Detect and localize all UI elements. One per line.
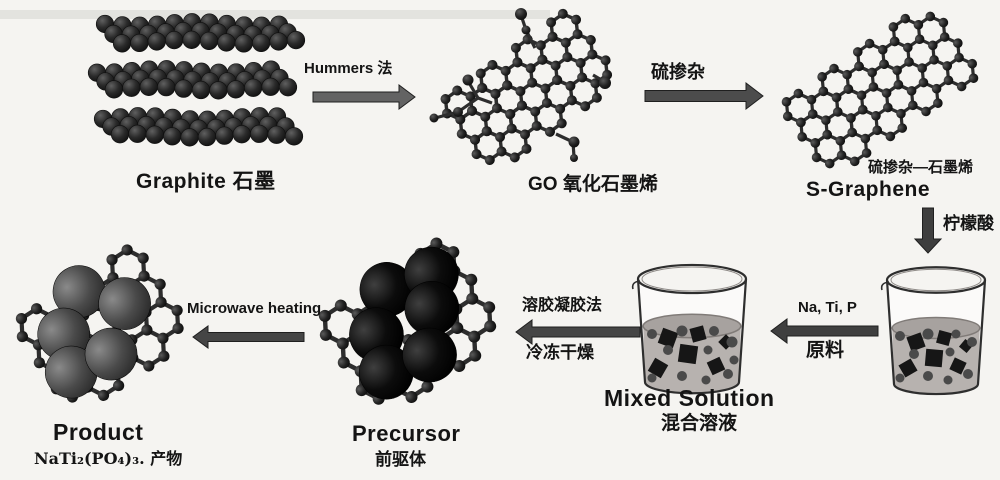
product-formula-label: NaTi₂(PO₄)₃. 产物 bbox=[34, 449, 183, 468]
raw-materials-arrow-icon bbox=[770, 318, 879, 344]
precursor-label-en: Precursor bbox=[352, 421, 461, 446]
mixed-solution-label-zh: 混合溶液 bbox=[661, 413, 738, 434]
citric-acid-arrow-icon bbox=[913, 207, 943, 254]
s-graphene-structure bbox=[781, 11, 979, 169]
sulfur-doping-arrow-label: 硫掺杂 bbox=[651, 62, 705, 82]
s-graphene-label-zh: 硫掺杂—石墨烯 bbox=[868, 159, 974, 176]
graphite-label: Graphite 石墨 bbox=[136, 170, 276, 193]
go-functional-groups bbox=[429, 8, 611, 162]
product-structure bbox=[15, 244, 184, 403]
scan-artifact-band bbox=[0, 10, 550, 19]
s-graphene-label-en: S-Graphene bbox=[806, 178, 931, 201]
sol-gel-label: 溶胶凝胶法 bbox=[522, 297, 603, 314]
go-structure bbox=[440, 8, 613, 166]
graphite-structure bbox=[87, 13, 306, 147]
hummers-arrow-label: Hummers 法 bbox=[304, 60, 393, 77]
microwave-heating-label: Microwave heating bbox=[187, 300, 322, 317]
raw-materials-label-top: Na, Ti, P bbox=[798, 299, 857, 316]
product-label-en: Product bbox=[53, 419, 144, 445]
precursor-label-zh: 前驱体 bbox=[375, 450, 426, 469]
precursor-structure bbox=[318, 237, 497, 405]
freeze-dry-label: 冷冻干燥 bbox=[526, 343, 594, 362]
mixed-solution-label-en: Mixed Solution bbox=[604, 385, 775, 411]
sulfur-doping-arrow-icon bbox=[644, 81, 764, 111]
sol-gel-arrow-icon bbox=[515, 319, 641, 345]
microwave-arrow-icon bbox=[192, 325, 305, 349]
hummers-arrow-icon bbox=[312, 84, 416, 110]
beaker-citric-acid bbox=[880, 266, 987, 396]
raw-materials-label-bottom: 原料 bbox=[806, 340, 845, 361]
go-label: GO 氧化石墨烯 bbox=[528, 174, 658, 195]
citric-acid-arrow-label: 柠檬酸 bbox=[943, 214, 994, 233]
beaker-mixed-solution bbox=[631, 263, 748, 395]
